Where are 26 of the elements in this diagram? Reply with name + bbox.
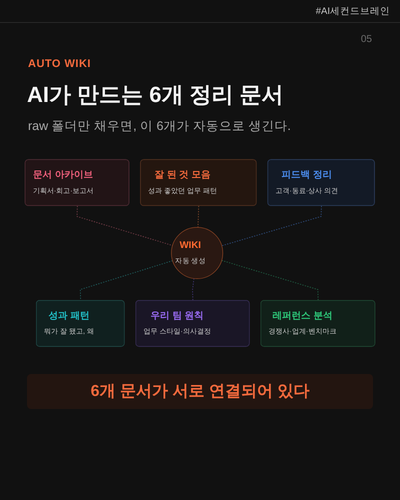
card-title: 문서 아카이브 — [33, 169, 94, 180]
subtitle-text: raw 폴더만 채우면, 이 6개가 자동으로 생긴다. — [28, 118, 291, 135]
dashed-connector — [192, 278, 194, 302]
card-title: 우리 팀 원칙 — [150, 310, 204, 321]
document-card — [36, 300, 125, 347]
document-card — [24, 159, 130, 206]
dashed-connector — [76, 206, 173, 246]
document-card — [140, 159, 257, 206]
card-title: WIKI — [180, 240, 201, 250]
card-title: 레퍼런스 분석 — [272, 310, 332, 321]
section-label: AUTO WIKI — [28, 58, 91, 70]
card-title: 성과 패턴 — [48, 310, 90, 321]
slide-title: AI가 만드는 6개 정리 문서 — [27, 81, 284, 109]
dashed-connector — [80, 260, 173, 302]
hub-circle — [171, 227, 224, 279]
dashed-connector — [221, 206, 322, 246]
page-number: 05 — [360, 34, 372, 45]
dashed-connector — [198, 206, 200, 228]
card-title: 피드백 정리 — [282, 169, 332, 180]
document-card — [260, 300, 376, 347]
dashed-connector — [221, 260, 319, 302]
document-card — [267, 159, 375, 206]
summary-banner: 6개 문서가 서로 연결되어 있다 — [27, 374, 373, 409]
card-title: 잘 된 것 모음 — [154, 169, 211, 180]
document-card — [135, 300, 250, 347]
hashtag-label: #AI세컨드브레인 — [316, 5, 390, 18]
